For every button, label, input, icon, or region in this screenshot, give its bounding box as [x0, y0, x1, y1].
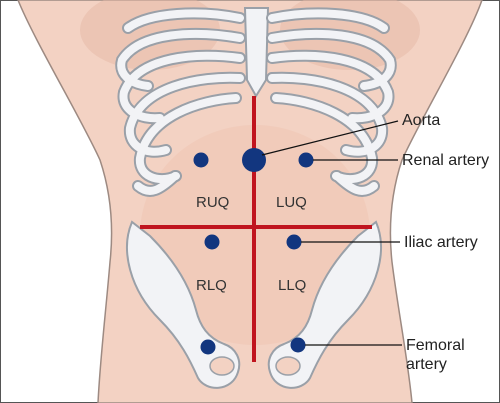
obturator-right — [275, 356, 301, 376]
label-aorta: Aorta — [402, 112, 440, 129]
label-iliac-artery: Iliac artery — [404, 234, 478, 251]
quadrant-rlq: RLQ — [196, 277, 227, 294]
pulse-point-iliac-right — [204, 234, 220, 250]
label-femoral-artery-line2: artery — [406, 356, 447, 373]
leader-aorta — [261, 120, 399, 156]
pulse-point-renal-left — [298, 152, 314, 168]
rib-cage — [115, 7, 397, 197]
pulse-point-aorta — [242, 148, 266, 172]
quadrant-ruq: RUQ — [196, 194, 229, 211]
pulse-point-femoral-right — [200, 339, 216, 355]
quadrant-llq: LLQ — [278, 277, 306, 294]
obturator-left — [209, 356, 235, 376]
pulse-point-iliac-left — [286, 234, 302, 250]
label-renal-artery: Renal artery — [402, 152, 489, 169]
label-femoral-artery-line1: Femoral — [406, 337, 465, 354]
sternum — [243, 7, 270, 98]
quadrant-luq: LUQ — [276, 194, 307, 211]
pulse-point-femoral-left — [290, 337, 306, 353]
pulse-point-renal-right — [193, 152, 209, 168]
leader-lines — [261, 120, 402, 346]
